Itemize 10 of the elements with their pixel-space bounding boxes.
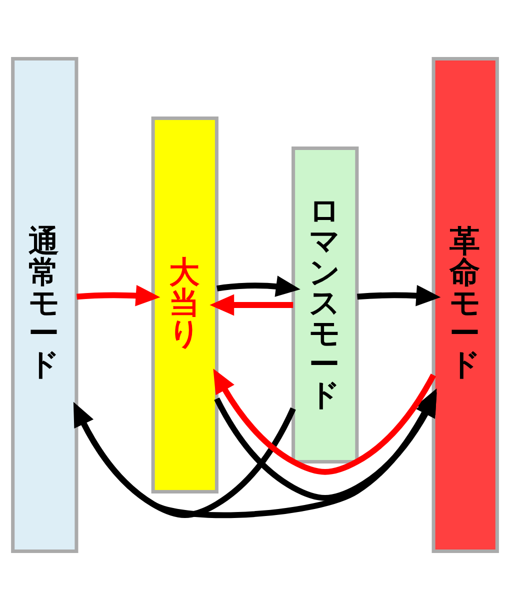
arrow: [76, 284, 160, 306]
node-box: ロマンスモード: [292, 146, 359, 463]
arrow: [216, 275, 300, 296]
arrow: [210, 294, 294, 316]
node-box: 革命モード: [432, 56, 499, 553]
node-box: 大当り: [151, 116, 218, 494]
arrow: [73, 401, 296, 518]
arrow: [214, 392, 437, 500]
arrow: [357, 284, 441, 306]
node-box: 通常モード: [11, 56, 78, 553]
